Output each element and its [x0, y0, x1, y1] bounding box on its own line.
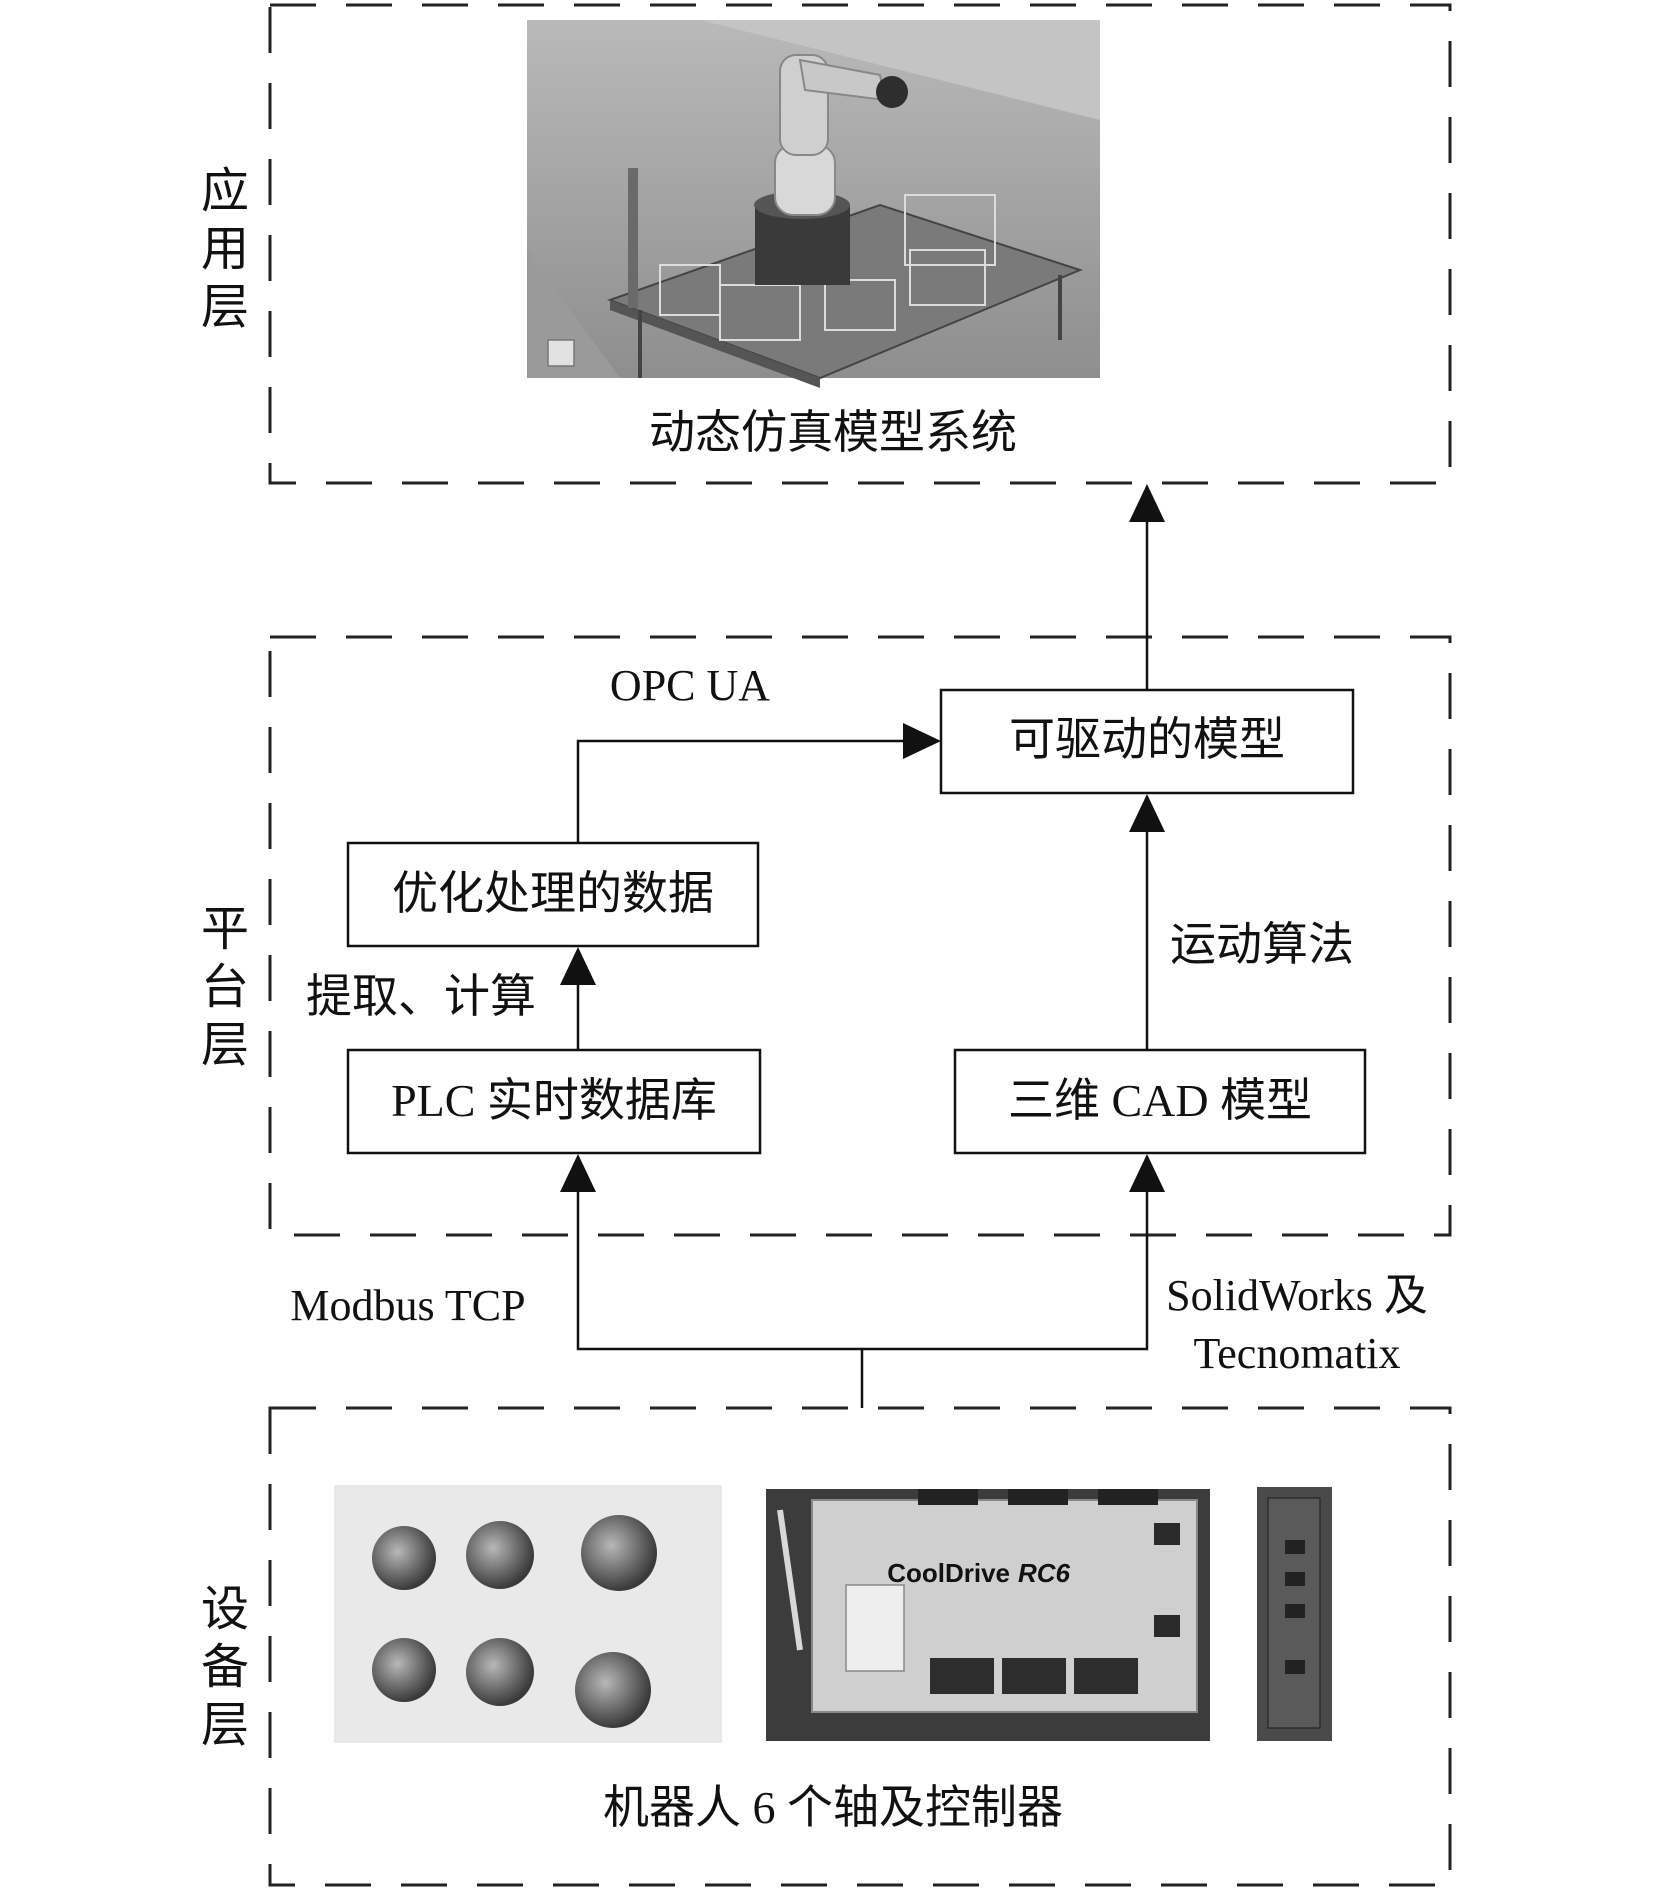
svg-text:台: 台: [201, 961, 249, 1014]
platform-layer-label: 平 台 层: [201, 903, 249, 1072]
label-opc-ua: OPC UA: [610, 661, 770, 710]
application-layer-caption: 动态仿真模型系统: [649, 407, 1017, 458]
io-module-image: [1257, 1487, 1332, 1741]
svg-text:平: 平: [201, 903, 249, 956]
svg-text:优化处理的数据: 优化处理的数据: [392, 868, 714, 919]
arrowhead-extract-compute: [560, 947, 596, 985]
svg-text:备: 备: [201, 1641, 249, 1694]
arrowhead-to-simulation: [1129, 484, 1165, 522]
simulation-model-image: [527, 20, 1100, 388]
arrowhead-motion-algorithm: [1129, 794, 1165, 832]
label-modbus-tcp: Modbus TCP: [290, 1281, 525, 1330]
arrowhead-opcua: [903, 723, 941, 759]
svg-text:CoolDrive: CoolDrive: [887, 1558, 1010, 1588]
label-extract-compute: 提取、计算: [306, 971, 536, 1022]
robot-axes-image: [334, 1485, 722, 1743]
arrowhead-to-cad: [1129, 1154, 1165, 1192]
edge-device-to-cad: [862, 1192, 1149, 1351]
box-plc-database: PLC 实时数据库: [346, 1048, 762, 1155]
svg-text:应: 应: [201, 165, 249, 218]
svg-text:设: 设: [201, 1583, 249, 1636]
svg-text:层: 层: [201, 1699, 249, 1752]
svg-text:层: 层: [201, 1019, 249, 1072]
arrowhead-to-plc: [560, 1154, 596, 1192]
label-solidworks-line2: Tecnomatix: [1193, 1329, 1400, 1378]
svg-text:PLC 实时数据库: PLC 实时数据库: [391, 1075, 717, 1126]
device-layer-frame: [268, 1406, 1452, 1887]
svg-text:三维 CAD 模型: 三维 CAD 模型: [1008, 1075, 1312, 1126]
platform-layer-frame: [268, 635, 1452, 1237]
application-layer-label: 应 用 层: [201, 165, 249, 334]
edge-opcua: [576, 739, 905, 843]
device-layer-caption: 机器人 6 个轴及控制器: [603, 1782, 1063, 1833]
box-cad-model: 三维 CAD 模型: [953, 1048, 1367, 1155]
controller-image: CoolDrive RC6: [766, 1489, 1210, 1741]
svg-text:可驱动的模型: 可驱动的模型: [1009, 714, 1285, 765]
svg-text:RC6: RC6: [1018, 1558, 1071, 1588]
box-optimized-data: 优化处理的数据: [346, 841, 760, 948]
label-solidworks-line1: SolidWorks 及: [1166, 1271, 1428, 1320]
application-layer-frame: [268, 3, 1452, 485]
edge-device-bus: [576, 1192, 864, 1408]
box-drivable-model: 可驱动的模型: [939, 688, 1355, 795]
device-layer-label: 设 备 层: [201, 1583, 249, 1752]
svg-text:用: 用: [201, 223, 249, 276]
label-motion-algorithm: 运动算法: [1170, 919, 1354, 970]
svg-text:层: 层: [201, 281, 249, 334]
